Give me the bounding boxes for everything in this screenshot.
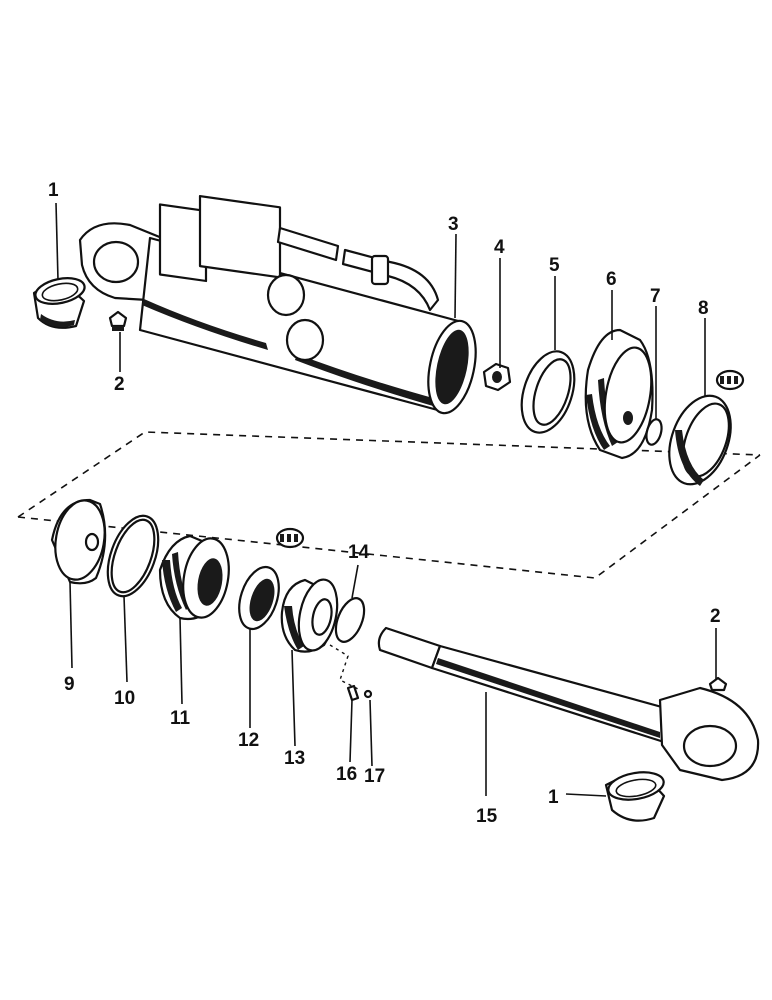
callout-part-3: 3 [448, 214, 459, 235]
set-screw-and-ball [329, 644, 373, 702]
callout-part-10: 10 [114, 688, 135, 709]
piston-seal [668, 369, 745, 486]
grease-fitting-top [108, 310, 128, 331]
head-cap [50, 498, 107, 585]
o-ring-rod [334, 597, 366, 643]
backup-ring [520, 350, 576, 434]
gland [158, 534, 230, 621]
bushing-top [32, 277, 86, 329]
callout-part-1-bottom: 1 [548, 787, 559, 808]
cylinder-barrel [78, 194, 477, 415]
dashed-group-boundary [17, 431, 761, 579]
o-ring-large [106, 514, 160, 598]
leader-lines [55, 202, 717, 797]
callout-part-4: 4 [494, 237, 505, 258]
callout-part-1-top: 1 [48, 180, 59, 201]
callout-part-12: 12 [238, 730, 259, 751]
callout-part-7: 7 [650, 286, 661, 307]
callout-part-14: 14 [348, 542, 370, 563]
o-ring-small [645, 418, 663, 446]
callout-part-17: 17 [364, 766, 385, 787]
callout-part-6: 6 [606, 269, 617, 290]
callout-part-5: 5 [549, 255, 560, 276]
piston-nut [482, 362, 512, 392]
rod-seal [238, 527, 305, 631]
callout-part-11: 11 [170, 708, 191, 729]
bushing-bottom [604, 771, 666, 822]
callout-part-13: 13 [284, 748, 305, 769]
callout-part-2-bottom: 2 [710, 606, 721, 627]
callout-part-16: 16 [336, 764, 357, 785]
callout-part-9: 9 [64, 674, 75, 695]
callout-part-8: 8 [698, 298, 709, 319]
callout-part-2-top: 2 [114, 374, 125, 395]
callout-labels: 1 2 3 4 5 6 7 8 9 10 11 12 13 14 16 17 1… [48, 180, 721, 827]
piston-rod [377, 626, 760, 782]
callout-part-15: 15 [476, 806, 498, 827]
wiper-retainer [280, 578, 339, 653]
piston [584, 328, 654, 460]
